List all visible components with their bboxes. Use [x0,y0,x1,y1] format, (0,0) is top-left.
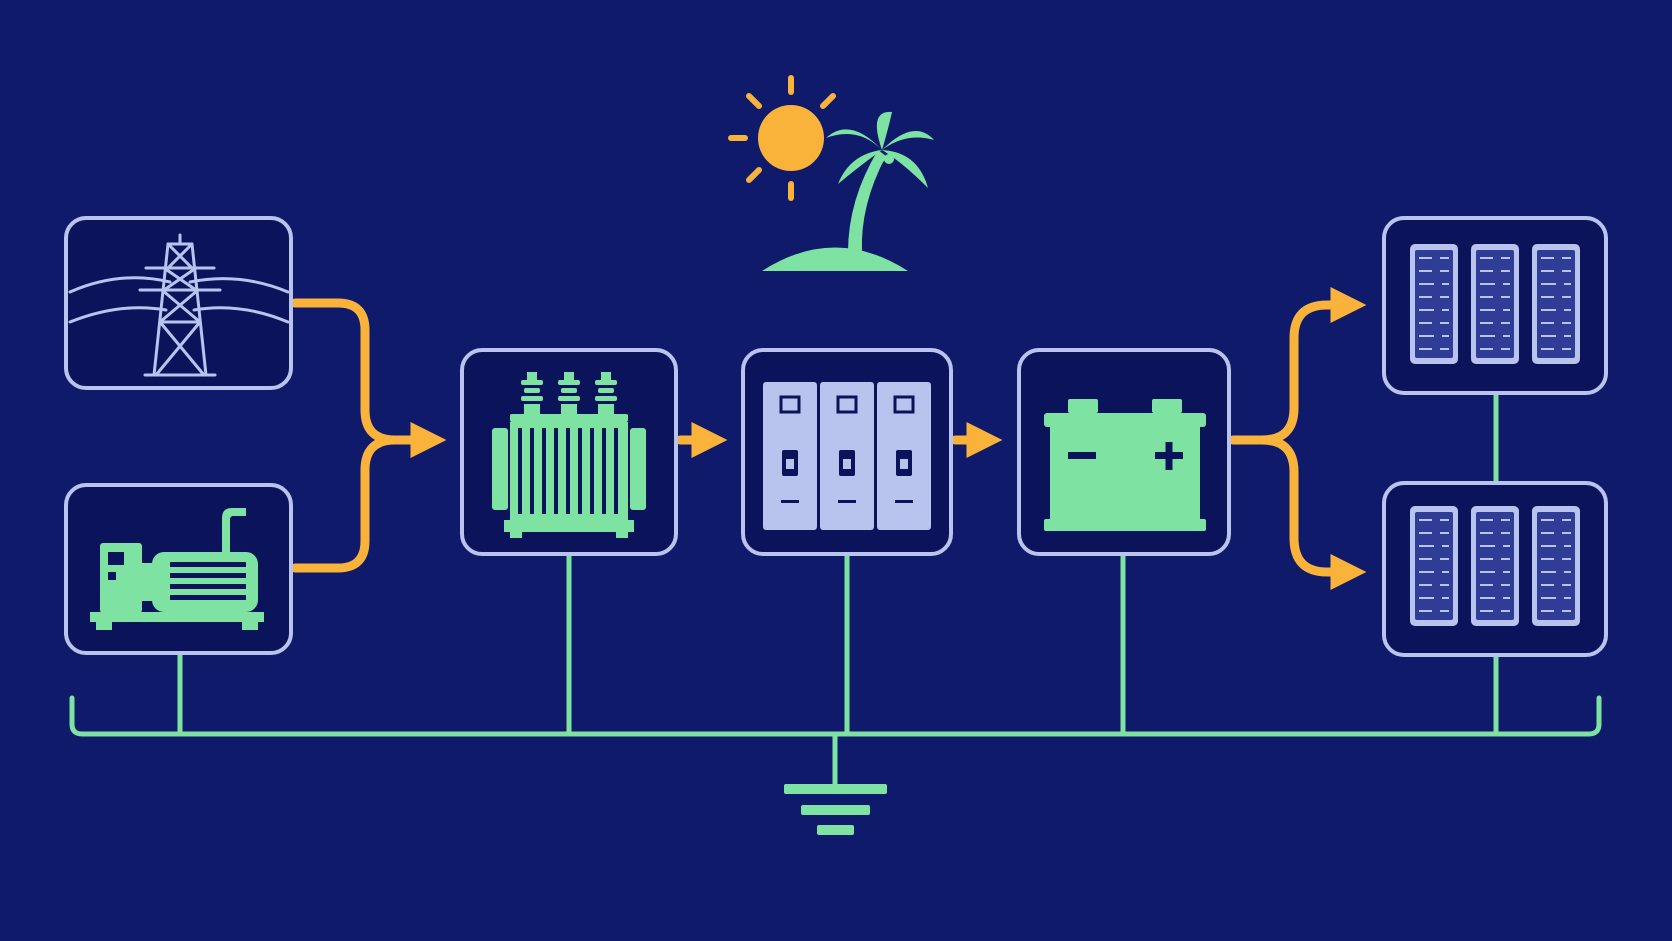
bushing-center [558,372,580,414]
server-racks-icon [1409,243,1581,365]
diesel-generator-icon [90,508,264,630]
transformer-fins [518,428,618,514]
ground-bus-line [69,695,1602,737]
palm-tree-icon [762,111,934,271]
power-flow [290,287,1367,590]
server-racks-icon [1409,505,1581,627]
backup-generator-box [64,483,293,655]
ground-icon [784,784,887,835]
sun-icon [728,75,836,201]
flow-utility-to-transformer [290,298,447,458]
sun-and-palm-island-icon [728,75,934,271]
battery-box [1017,348,1231,556]
cabinet-1 [763,382,817,530]
battery-icon [1044,399,1206,531]
switchgear-box [741,348,953,556]
flow-battery-to-servers [1228,287,1367,445]
server-load-box-upper [1382,216,1608,395]
transmission-tower-icon [68,233,290,377]
cabinet-2 [820,382,874,530]
server-load-box-lower [1382,481,1608,657]
bushing-right [595,372,617,414]
flow-battery-to-servers-lower [1257,435,1367,590]
flow-generator-to-transformer [290,435,400,573]
utility-supply-box [64,216,293,390]
cabinet-3 [877,382,931,530]
transformer-box [460,348,678,556]
switchgear-cabinets-icon [763,382,931,530]
bushing-left [521,372,543,414]
